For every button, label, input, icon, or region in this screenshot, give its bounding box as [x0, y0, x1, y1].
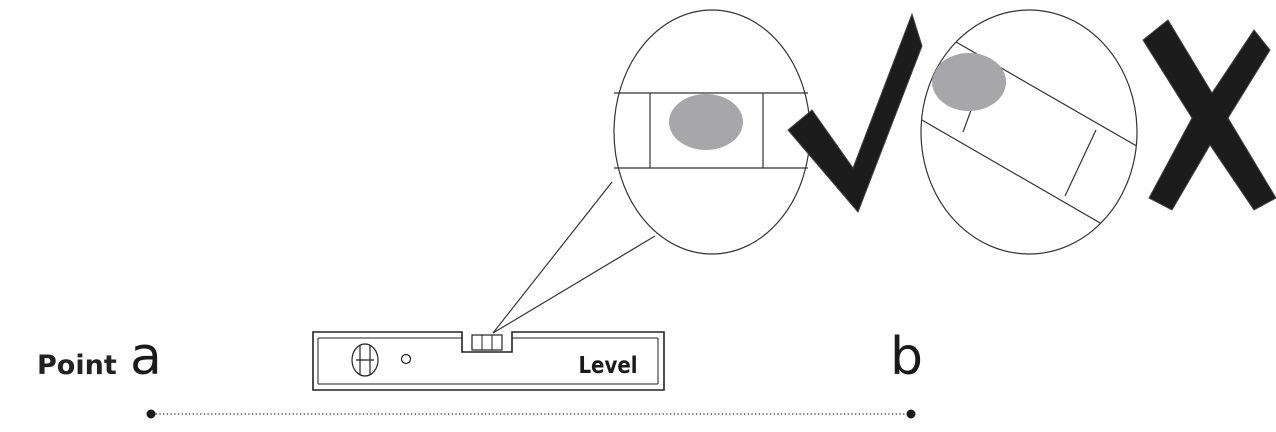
- tilted-level-view: [920, 9, 1138, 255]
- top-vial: [471, 334, 503, 351]
- point-a-dot: [146, 409, 156, 419]
- spirit-level: Level: [312, 331, 665, 391]
- magnified-level-view: [613, 9, 811, 255]
- level-bubble: [669, 94, 743, 150]
- side-vial: [351, 343, 379, 377]
- point-b-dot: [906, 409, 916, 419]
- point-a-label: a: [130, 327, 162, 387]
- mounting-hole: [400, 353, 412, 365]
- point-label: Point: [37, 350, 117, 381]
- cross-mark-icon: [1142, 19, 1276, 211]
- callout-connector: [492, 181, 656, 334]
- baseline: [146, 409, 916, 419]
- point-b-label: b: [890, 327, 924, 387]
- tilted-level-bubble: [932, 53, 1006, 111]
- level-text: Level: [578, 353, 637, 380]
- check-mark-icon: [787, 12, 923, 213]
